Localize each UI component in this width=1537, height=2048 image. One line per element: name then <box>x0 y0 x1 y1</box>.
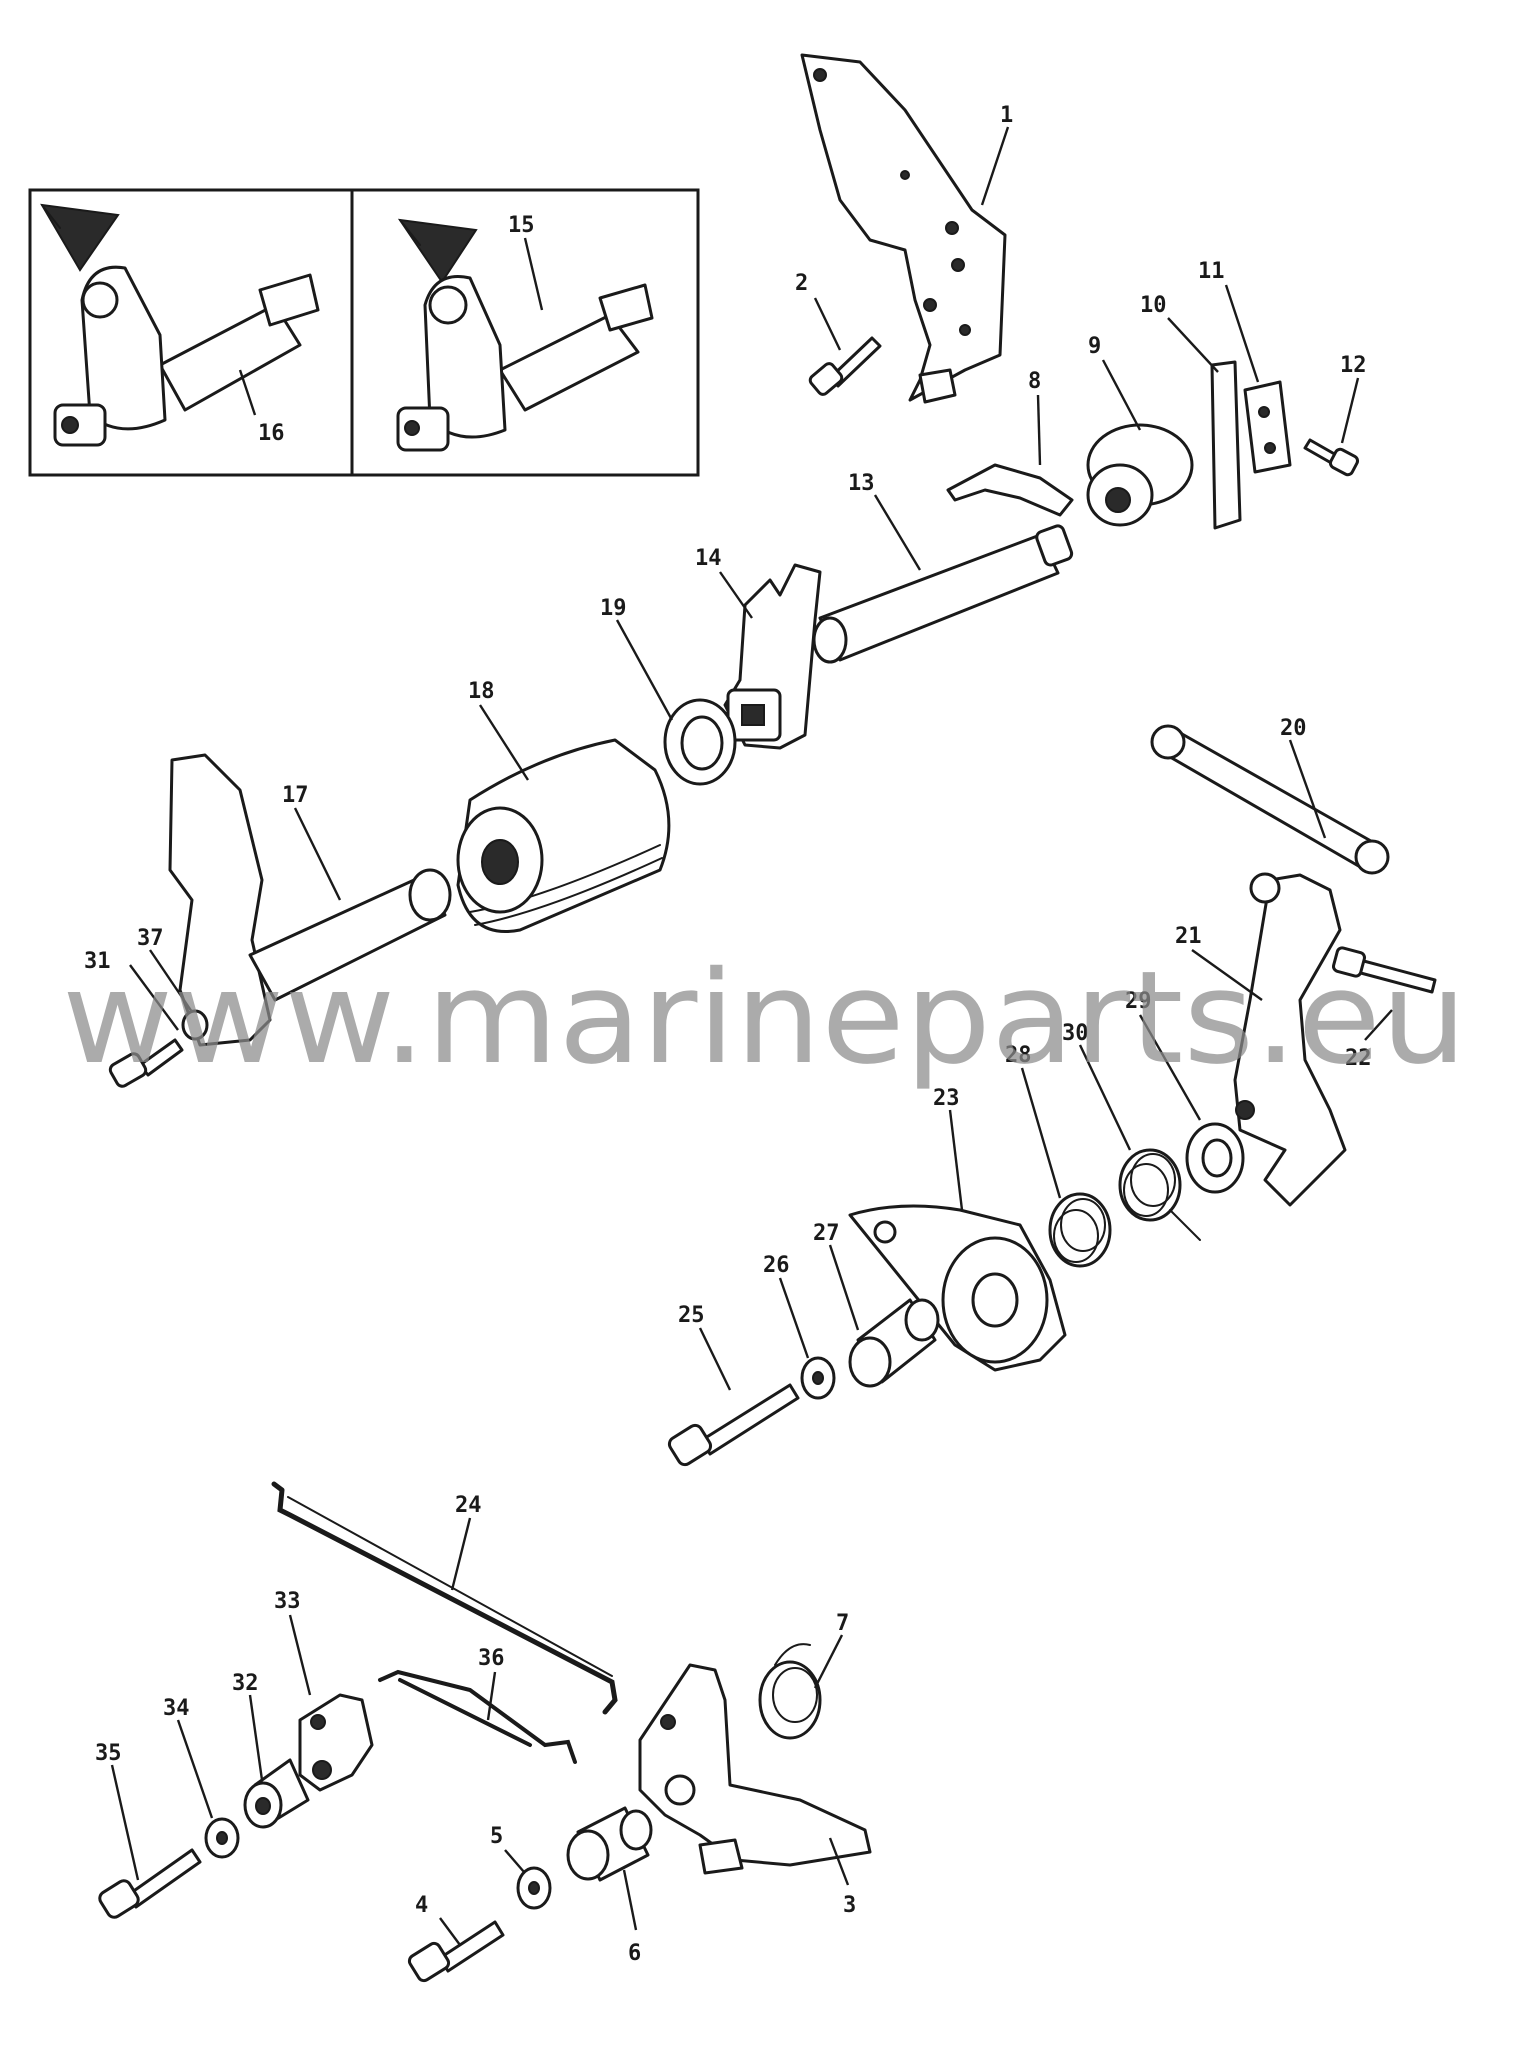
part-20-link-rod <box>1150 724 1390 875</box>
callout-20: 20 <box>1280 716 1307 741</box>
part-7-torsion-spring <box>758 1643 822 1740</box>
callout-27: 27 <box>813 1221 840 1246</box>
part-17-shift-handle <box>168 753 452 1047</box>
part-26-washer <box>800 1356 836 1400</box>
callout-30: 30 <box>1062 1021 1089 1046</box>
part-12-screw <box>1303 438 1360 477</box>
callout-29: 29 <box>1125 989 1152 1014</box>
callout-31: 31 <box>84 949 111 974</box>
callout-10: 10 <box>1140 293 1167 318</box>
part-33-clamp-block <box>298 1693 374 1792</box>
part-24-linkage-rod <box>271 1481 618 1715</box>
part-37-washer <box>181 1009 209 1041</box>
callout-1: 1 <box>1000 103 1013 128</box>
callout-35: 35 <box>95 1741 122 1766</box>
callout-28: 28 <box>1005 1043 1032 1068</box>
callout-4: 4 <box>415 1893 428 1918</box>
callout-labels: 1 2 3 4 5 6 7 8 9 10 11 12 13 14 15 16 1… <box>84 103 1372 1966</box>
callout-24: 24 <box>455 1493 482 1518</box>
part-8-lever <box>946 463 1074 517</box>
callout-5: 5 <box>490 1824 503 1849</box>
part-32-bushing <box>243 1758 310 1829</box>
part-16-shaft-assembly <box>53 265 320 447</box>
callout-16: 16 <box>258 421 285 446</box>
part-29-washer <box>1185 1122 1245 1194</box>
callout-17: 17 <box>282 783 309 808</box>
callout-13: 13 <box>848 471 875 496</box>
part-3-control-lever <box>638 1663 872 1875</box>
part-34-washer <box>204 1817 240 1859</box>
part-10-plate <box>1210 360 1242 530</box>
part-1-mounting-bracket <box>800 53 1007 404</box>
callout-11: 11 <box>1198 259 1225 284</box>
part-19-retaining-ring <box>663 698 737 786</box>
callout-3: 3 <box>843 1893 856 1918</box>
watermark-text: www.marineparts.eu <box>62 944 1467 1093</box>
callout-26: 26 <box>763 1253 790 1278</box>
callout-37: 37 <box>137 926 164 951</box>
part-28-spring <box>1048 1192 1112 1268</box>
callout-33: 33 <box>274 1589 301 1614</box>
callout-19: 19 <box>600 596 627 621</box>
callout-12: 12 <box>1340 353 1367 378</box>
part-4-bolt <box>407 1920 505 1983</box>
part-31-screw <box>108 1038 184 1088</box>
leader-lines <box>110 126 1393 1946</box>
part-22-screw <box>1331 946 1437 994</box>
callout-15: 15 <box>508 213 535 238</box>
part-5-washer <box>516 1866 552 1910</box>
callout-34: 34 <box>163 1696 190 1721</box>
part-15-shaft-assembly <box>396 275 654 452</box>
pointer-arrow-icon <box>397 218 478 284</box>
part-30-spring <box>1118 1148 1201 1241</box>
part-9-housing <box>1086 423 1194 527</box>
part-35-bolt <box>98 1848 202 1919</box>
part-18-cover-housing <box>456 738 671 933</box>
callout-32: 32 <box>232 1671 259 1696</box>
part-2-bolt <box>808 336 882 396</box>
callout-21: 21 <box>1175 924 1202 949</box>
part-11-plate <box>1243 380 1292 474</box>
callout-25: 25 <box>678 1303 705 1328</box>
callout-36: 36 <box>478 1646 505 1671</box>
pointer-arrow-icon <box>40 203 120 272</box>
part-14-shift-lever <box>723 563 822 750</box>
callout-22: 22 <box>1345 1046 1372 1071</box>
part-13-square-shaft <box>812 524 1074 664</box>
part-25-bolt <box>667 1383 800 1467</box>
part-23-cam-plate <box>848 1204 1067 1372</box>
inset-panels <box>28 188 700 477</box>
callout-8: 8 <box>1028 369 1041 394</box>
callout-18: 18 <box>468 679 495 704</box>
part-6-sleeve <box>566 1806 653 1882</box>
callout-9: 9 <box>1088 334 1101 359</box>
part-21-throttle-lever <box>1233 872 1347 1207</box>
callout-6: 6 <box>628 1941 641 1966</box>
part-36-spring-clip <box>378 1669 577 1764</box>
callout-7: 7 <box>836 1611 849 1636</box>
callout-2: 2 <box>795 271 808 296</box>
callout-23: 23 <box>933 1086 960 1111</box>
callout-14: 14 <box>695 546 722 571</box>
part-27-sleeve <box>848 1298 940 1388</box>
